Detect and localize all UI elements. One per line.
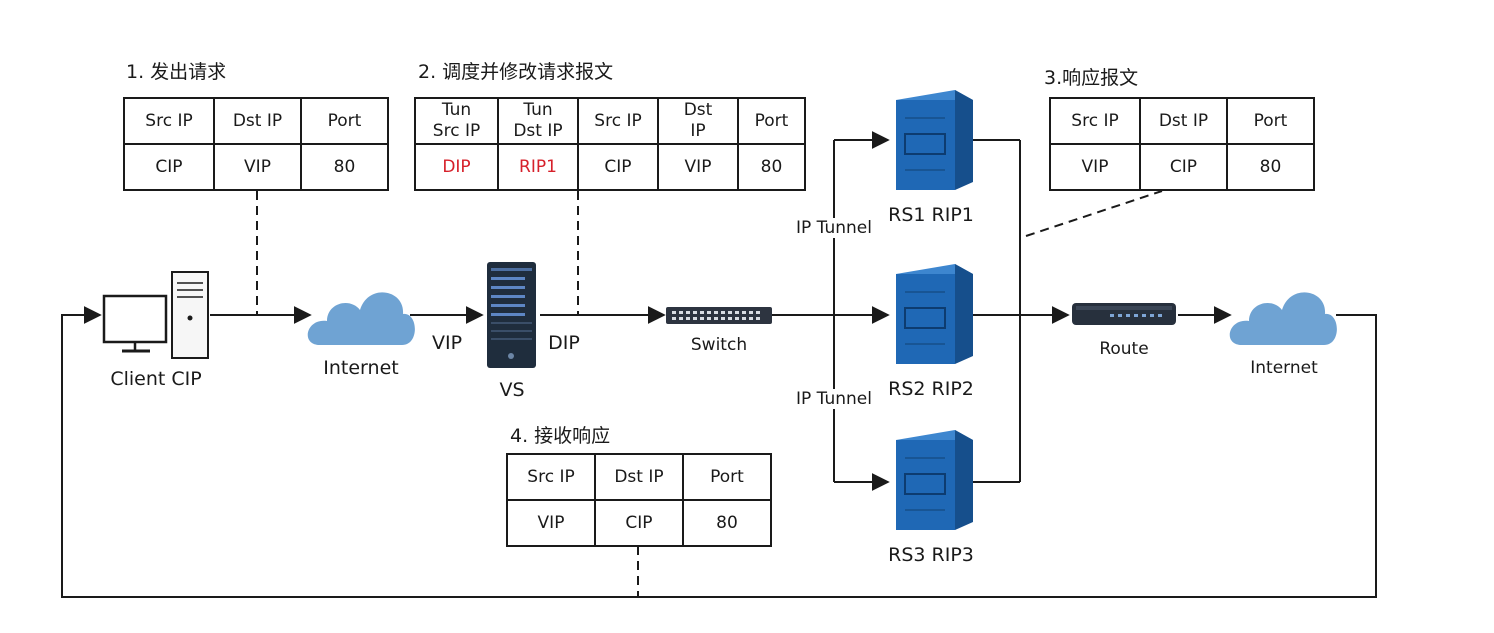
rs3-server-icon bbox=[896, 430, 973, 530]
callout-step3 bbox=[1025, 190, 1163, 237]
step4-title: 4. 接收响应 bbox=[510, 425, 611, 447]
cell-port: 80 bbox=[300, 143, 389, 191]
packet-table-receive: Src IP Dst IP Port VIP CIP 80 bbox=[506, 453, 772, 547]
header-line: Dst bbox=[683, 100, 713, 120]
client-label: Client CIP bbox=[110, 368, 202, 390]
packet-table-response: Src IP Dst IP Port VIP CIP 80 bbox=[1049, 97, 1315, 191]
header-line: Tun bbox=[523, 100, 553, 120]
step2-title: 2. 调度并修改请求报文 bbox=[418, 61, 614, 83]
cell-src-ip: CIP bbox=[123, 143, 215, 191]
header-src-ip: Src IP bbox=[577, 97, 659, 145]
vs-server-icon bbox=[487, 262, 536, 368]
rs2-server-icon bbox=[896, 264, 973, 364]
cell-port: 80 bbox=[737, 143, 806, 191]
step3-title: 3.响应报文 bbox=[1044, 67, 1139, 89]
header-dst-ip: Dst IP bbox=[213, 97, 302, 145]
switch-icon bbox=[666, 307, 772, 324]
header-port: Port bbox=[682, 453, 772, 501]
step1-title: 1. 发出请求 bbox=[126, 61, 227, 83]
dip-label: DIP bbox=[548, 332, 580, 354]
internet-cloud-icon bbox=[307, 292, 415, 345]
cell-dst-ip: CIP bbox=[1139, 143, 1228, 191]
header-line: Src IP bbox=[432, 121, 481, 141]
switch-label: Switch bbox=[690, 335, 748, 355]
header-line: IP bbox=[690, 121, 706, 141]
cell-src-ip: VIP bbox=[1049, 143, 1141, 191]
cell-port: 80 bbox=[1226, 143, 1315, 191]
header-src-ip: Src IP bbox=[506, 453, 596, 501]
header-src-ip: Src IP bbox=[1049, 97, 1141, 145]
cell-port: 80 bbox=[682, 499, 772, 547]
header-port: Port bbox=[300, 97, 389, 145]
rs1-server-icon bbox=[896, 90, 973, 190]
internet-label: Internet bbox=[1250, 358, 1318, 378]
cell-dst-ip: VIP bbox=[213, 143, 302, 191]
link-return-loop bbox=[61, 306, 1377, 598]
rs1-label: RS1 RIP1 bbox=[888, 204, 974, 226]
cell-src-ip: CIP bbox=[577, 143, 659, 191]
ip-tunnel-label: IP Tunnel bbox=[788, 389, 880, 409]
rs3-label: RS3 RIP3 bbox=[888, 544, 974, 566]
internet-cloud-icon bbox=[1229, 292, 1337, 345]
header-port: Port bbox=[737, 97, 806, 145]
cell-dst-ip: CIP bbox=[594, 499, 684, 547]
header-port: Port bbox=[1226, 97, 1315, 145]
cell-tun-dst-ip: RIP1 bbox=[497, 143, 579, 191]
router-icon bbox=[1072, 303, 1176, 325]
header-dst-ip: Dst IP bbox=[594, 453, 684, 501]
vs-label: VS bbox=[499, 379, 525, 401]
route-label: Route bbox=[1099, 339, 1149, 359]
internet-label: Internet bbox=[323, 357, 399, 379]
cell-tun-src-ip: DIP bbox=[414, 143, 499, 191]
header-dst-ip: Dst IP bbox=[1139, 97, 1228, 145]
ip-tunnel-label: IP Tunnel bbox=[788, 218, 880, 238]
header-line: Dst IP bbox=[513, 121, 563, 141]
header-line: Src IP bbox=[594, 110, 642, 131]
cell-src-ip: VIP bbox=[506, 499, 596, 547]
client-computer-icon bbox=[102, 271, 209, 359]
rs2-label: RS2 RIP2 bbox=[888, 378, 974, 400]
cell-dst-ip: VIP bbox=[657, 143, 739, 191]
packet-table-request: Src IP Dst IP Port CIP VIP 80 bbox=[123, 97, 389, 191]
header-line: Tun bbox=[441, 100, 472, 120]
header-line: Port bbox=[754, 110, 789, 131]
header-src-ip: Src IP bbox=[123, 97, 215, 145]
vip-label: VIP bbox=[431, 332, 463, 354]
